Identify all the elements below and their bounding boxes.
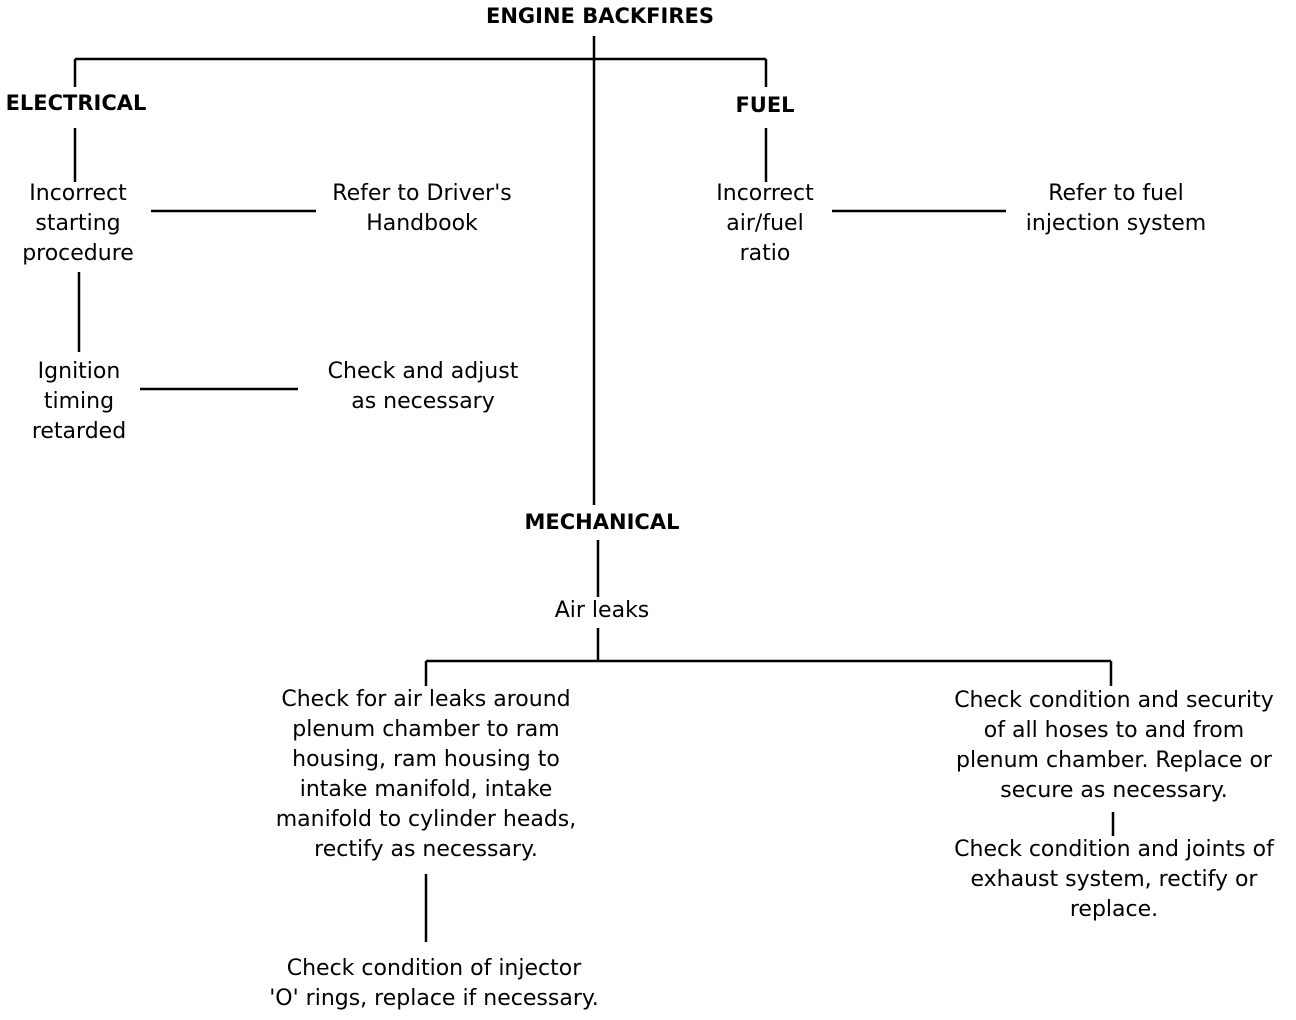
text-line: Ignition: [37, 359, 121, 384]
text-line: Refer to Driver's: [332, 181, 512, 206]
action-refer-fuel-injection: Refer to fuel injection system: [996, 179, 1236, 239]
text-line: injection system: [1025, 211, 1207, 236]
text-line: Handbook: [366, 211, 478, 236]
text-line: air/fuel: [726, 211, 804, 236]
text-line: 'O' rings, replace if necessary.: [269, 986, 599, 1011]
cause-air-leaks: Air leaks: [554, 598, 650, 623]
text-line: Incorrect: [716, 181, 814, 206]
text-line: procedure: [22, 241, 134, 266]
check-injector-o-rings: Check condition of injector 'O' rings, r…: [226, 954, 642, 1014]
fuel-heading: FUEL: [735, 93, 795, 117]
check-exhaust-system: Check condition and joints of exhaust sy…: [936, 835, 1292, 925]
action-refer-drivers-handbook: Refer to Driver's Handbook: [300, 179, 544, 239]
text-line: retarded: [31, 419, 127, 444]
text-line: ratio: [739, 241, 791, 266]
text-line: of all hoses to and from: [983, 718, 1245, 743]
diagram-title: ENGINE BACKFIRES: [486, 4, 714, 28]
text-line: Check condition of injector: [286, 956, 582, 981]
text-line: Refer to fuel: [1048, 181, 1184, 206]
text-line: plenum chamber to ram: [292, 717, 560, 742]
cause-incorrect-starting-procedure: Incorrect starting procedure: [0, 179, 156, 269]
text-line: housing, ram housing to: [292, 747, 560, 772]
text-line: as necessary: [351, 389, 495, 414]
cause-ignition-timing-retarded: Ignition timing retarded: [0, 357, 158, 447]
text-line: Incorrect: [29, 181, 127, 206]
action-check-and-adjust: Check and adjust as necessary: [292, 357, 554, 417]
text-line: intake manifold, intake: [299, 777, 553, 802]
text-line: secure as necessary.: [1000, 778, 1228, 803]
text-line: Check and adjust: [327, 359, 519, 384]
check-air-leaks-plenum: Check for air leaks around plenum chambe…: [250, 685, 602, 865]
text-line: replace.: [1069, 897, 1159, 922]
mechanical-heading: MECHANICAL: [524, 510, 680, 534]
electrical-heading: ELECTRICAL: [5, 91, 147, 115]
text-line: starting: [35, 211, 121, 236]
text-line: timing: [43, 389, 115, 414]
text-line: rectify as necessary.: [314, 837, 538, 862]
check-hoses-plenum: Check condition and security of all hose…: [936, 686, 1292, 806]
text-line: Check condition and security: [954, 688, 1274, 713]
text-line: manifold to cylinder heads,: [275, 807, 577, 832]
text-line: Check for air leaks around: [281, 687, 571, 712]
text-line: exhaust system, rectify or: [970, 867, 1258, 892]
text-line: Check condition and joints of: [954, 837, 1274, 862]
cause-incorrect-air-fuel-ratio: Incorrect air/fuel ratio: [690, 179, 840, 269]
text-line: plenum chamber. Replace or: [956, 748, 1272, 773]
